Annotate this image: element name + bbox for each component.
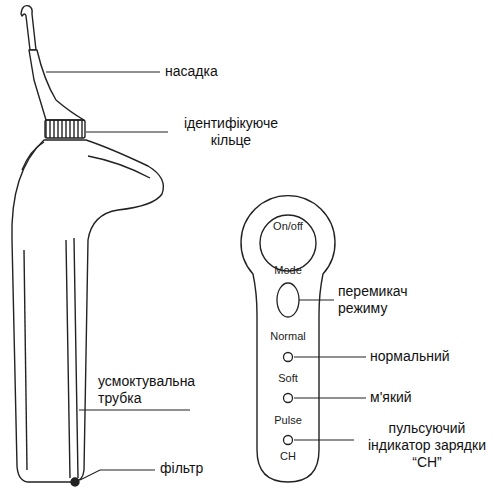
leader-line <box>79 409 190 410</box>
button-outline <box>260 215 316 271</box>
body-contour <box>22 142 44 170</box>
indicator-led <box>284 394 293 403</box>
device-body <box>12 140 163 482</box>
leader-line <box>86 131 168 132</box>
part-label: м'який <box>370 389 412 406</box>
nozzle-cone <box>29 50 84 120</box>
suction-tube <box>66 238 78 478</box>
part-label: нормальний <box>370 348 450 365</box>
mode-switch <box>277 283 299 317</box>
filter <box>71 478 79 486</box>
leader-line <box>294 356 366 357</box>
indicator-led <box>284 353 293 362</box>
handle-contour <box>24 250 27 470</box>
button-marking: On/off <box>273 220 303 233</box>
part-label: ідентифікуюче кільце <box>170 115 292 149</box>
indicator-led <box>284 436 293 445</box>
leader-line <box>294 439 354 440</box>
panel-marking: Pulse <box>274 414 302 427</box>
nozzle-tip <box>21 6 36 50</box>
identification-ring <box>45 120 85 138</box>
panel-marking: CH <box>280 450 296 463</box>
part-label: усмоктувальна трубка <box>98 373 210 407</box>
part-label: насадка <box>165 63 218 80</box>
leader-line <box>299 299 334 300</box>
power-button: On/off <box>259 214 317 272</box>
body-contour <box>88 156 150 178</box>
control-panel: ModeNormalSoftPulseCHOn/off <box>238 196 338 484</box>
panel-marking: Soft <box>278 372 298 385</box>
panel-marking: Normal <box>270 330 305 343</box>
leader-line <box>46 71 160 72</box>
panel-outline <box>241 196 335 482</box>
part-label: фільтр <box>160 460 203 477</box>
part-label: перемикач режиму <box>338 283 430 317</box>
leader-line <box>80 470 155 480</box>
leader-line <box>294 397 366 398</box>
part-label: пульсуючий індикатор зарядки “CH” <box>357 420 497 471</box>
